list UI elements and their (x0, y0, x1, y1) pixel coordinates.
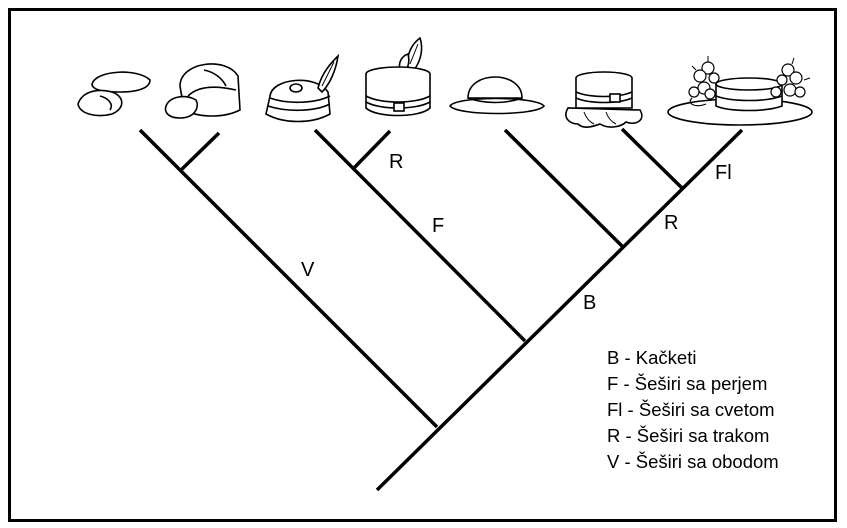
legend-item-fl: Fl - Šeširi sa cvetom (607, 399, 775, 420)
feathered-banded-hat-icon (365, 36, 431, 117)
legend: B - Kačketi F - Šeširi sa perjem Fl - Še… (607, 345, 779, 475)
legend-item-v: V - Šeširi sa obodom (607, 451, 779, 472)
branch-label-f: F (432, 215, 445, 237)
flowered-wide-hat-icon (667, 56, 813, 126)
banded-bonnet-icon (565, 71, 643, 128)
main-trunk (375, 128, 744, 492)
feathered-hat-icon (265, 53, 340, 123)
branch-label-b: B (583, 292, 597, 314)
baseball-cap-icon (164, 63, 241, 119)
legend-item-r: R - Šeširi sa trakom (607, 425, 770, 446)
cladogram-branches (138, 127, 744, 492)
figure-border (8, 8, 837, 522)
branch-label-r-lower: R (664, 212, 679, 234)
legend-item-b: B - Kačketi (607, 347, 697, 368)
branch-f (313, 128, 527, 343)
branch-label-r-upper: R (389, 151, 404, 173)
branch-label-fl: Fl (715, 162, 732, 184)
branch-round (503, 128, 624, 248)
visor-hat-icon (77, 71, 151, 117)
branch-r-upper (351, 129, 392, 171)
round-brim-hat-icon (449, 76, 546, 115)
branch-v (138, 128, 439, 429)
branch-bonnet (620, 127, 684, 190)
legend-item-f: F - Šeširi sa perjem (607, 373, 768, 394)
branch-label-v: V (301, 259, 315, 281)
branch-cap (179, 131, 221, 172)
